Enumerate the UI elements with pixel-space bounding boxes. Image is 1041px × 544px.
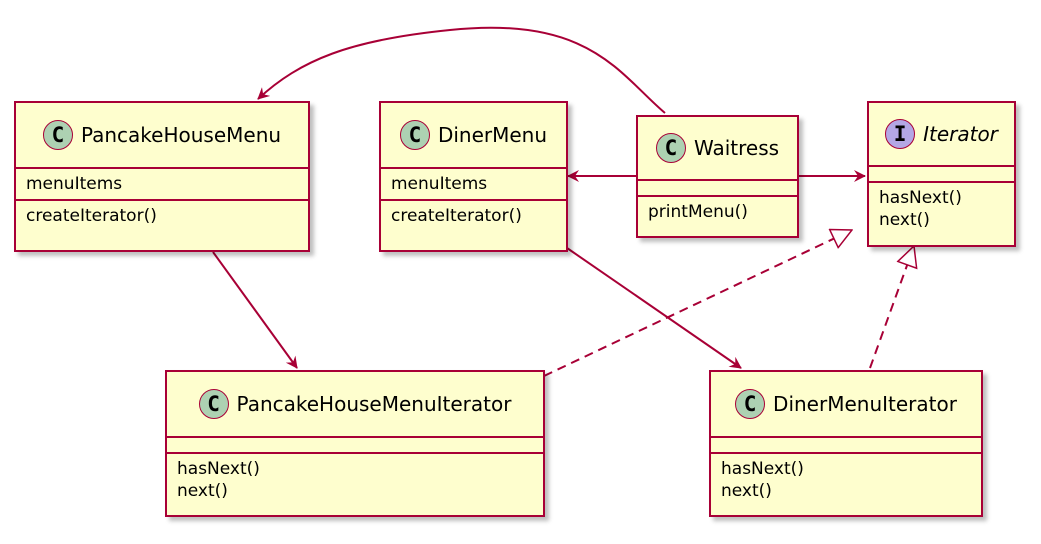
class-header: C PancakeHouseMenu <box>16 103 308 169</box>
class-header: C PancakeHouseMenuIterator <box>167 372 543 438</box>
method-item: printMenu() <box>648 202 748 222</box>
class-waitress: C Waitress printMenu() <box>636 115 799 238</box>
edge-dinermenu-to-iterator-impl <box>566 247 742 369</box>
method-item: next() <box>879 210 930 230</box>
methods-section: hasNext() next() <box>711 452 981 506</box>
class-dinermenuiterator: C DinerMenuIterator hasNext() next() <box>709 370 983 517</box>
class-name: DinerMenuIterator <box>773 392 957 416</box>
class-name: PancakeHouseMenuIterator <box>236 392 512 416</box>
class-stereotype-icon: C <box>655 133 686 163</box>
edge-waitress-to-pancakehousemenu <box>257 26 666 114</box>
method-item: createIterator() <box>26 206 157 226</box>
interface-iterator: I Iterator hasNext() next() <box>867 101 1016 247</box>
methods-section: printMenu() <box>638 195 797 227</box>
method-item: hasNext() <box>721 459 804 479</box>
class-stereotype-icon: C <box>735 389 766 419</box>
method-item: createIterator() <box>391 206 522 226</box>
edge-pancakehousemenuiterator-realizes-iterator <box>543 230 852 377</box>
fields-section <box>869 167 1014 181</box>
class-pancakehousemenu: C PancakeHouseMenu menuItems createItera… <box>14 101 310 252</box>
class-stereotype-icon: C <box>399 120 430 150</box>
class-name: Iterator <box>923 122 998 146</box>
fields-section: menuItems <box>16 169 308 199</box>
class-stereotype-icon: C <box>198 389 229 419</box>
class-header: C DinerMenu <box>381 103 566 169</box>
method-item: next() <box>721 481 772 501</box>
method-item: hasNext() <box>177 459 260 479</box>
fields-section <box>638 181 797 195</box>
methods-section: createIterator() <box>16 199 308 231</box>
class-header: C Waitress <box>638 117 797 181</box>
class-pancakehousemenuiterator: C PancakeHouseMenuIterator hasNext() nex… <box>165 370 545 517</box>
method-item: hasNext() <box>879 188 962 208</box>
interface-stereotype-icon: I <box>885 119 916 149</box>
fields-section: menuItems <box>381 169 566 199</box>
methods-section: hasNext() next() <box>167 452 543 506</box>
class-stereotype-icon: C <box>42 120 73 150</box>
methods-section: createIterator() <box>381 199 566 231</box>
edge-dinermenuiterator-realizes-iterator <box>869 246 914 369</box>
fields-section <box>167 438 543 452</box>
class-name: Waitress <box>693 136 780 160</box>
class-header: C DinerMenuIterator <box>711 372 981 438</box>
fields-section <box>711 438 981 452</box>
class-header: I Iterator <box>869 103 1014 167</box>
class-name: DinerMenu <box>437 123 548 147</box>
edge-pancakehousemenu-to-iterator-impl <box>212 251 298 369</box>
field-item: menuItems <box>26 174 123 194</box>
field-item: menuItems <box>391 174 488 194</box>
method-item: next() <box>177 481 228 501</box>
class-dinermenu: C DinerMenu menuItems createIterator() <box>379 101 568 252</box>
class-name: PancakeHouseMenu <box>80 123 282 147</box>
methods-section: hasNext() next() <box>869 181 1014 235</box>
